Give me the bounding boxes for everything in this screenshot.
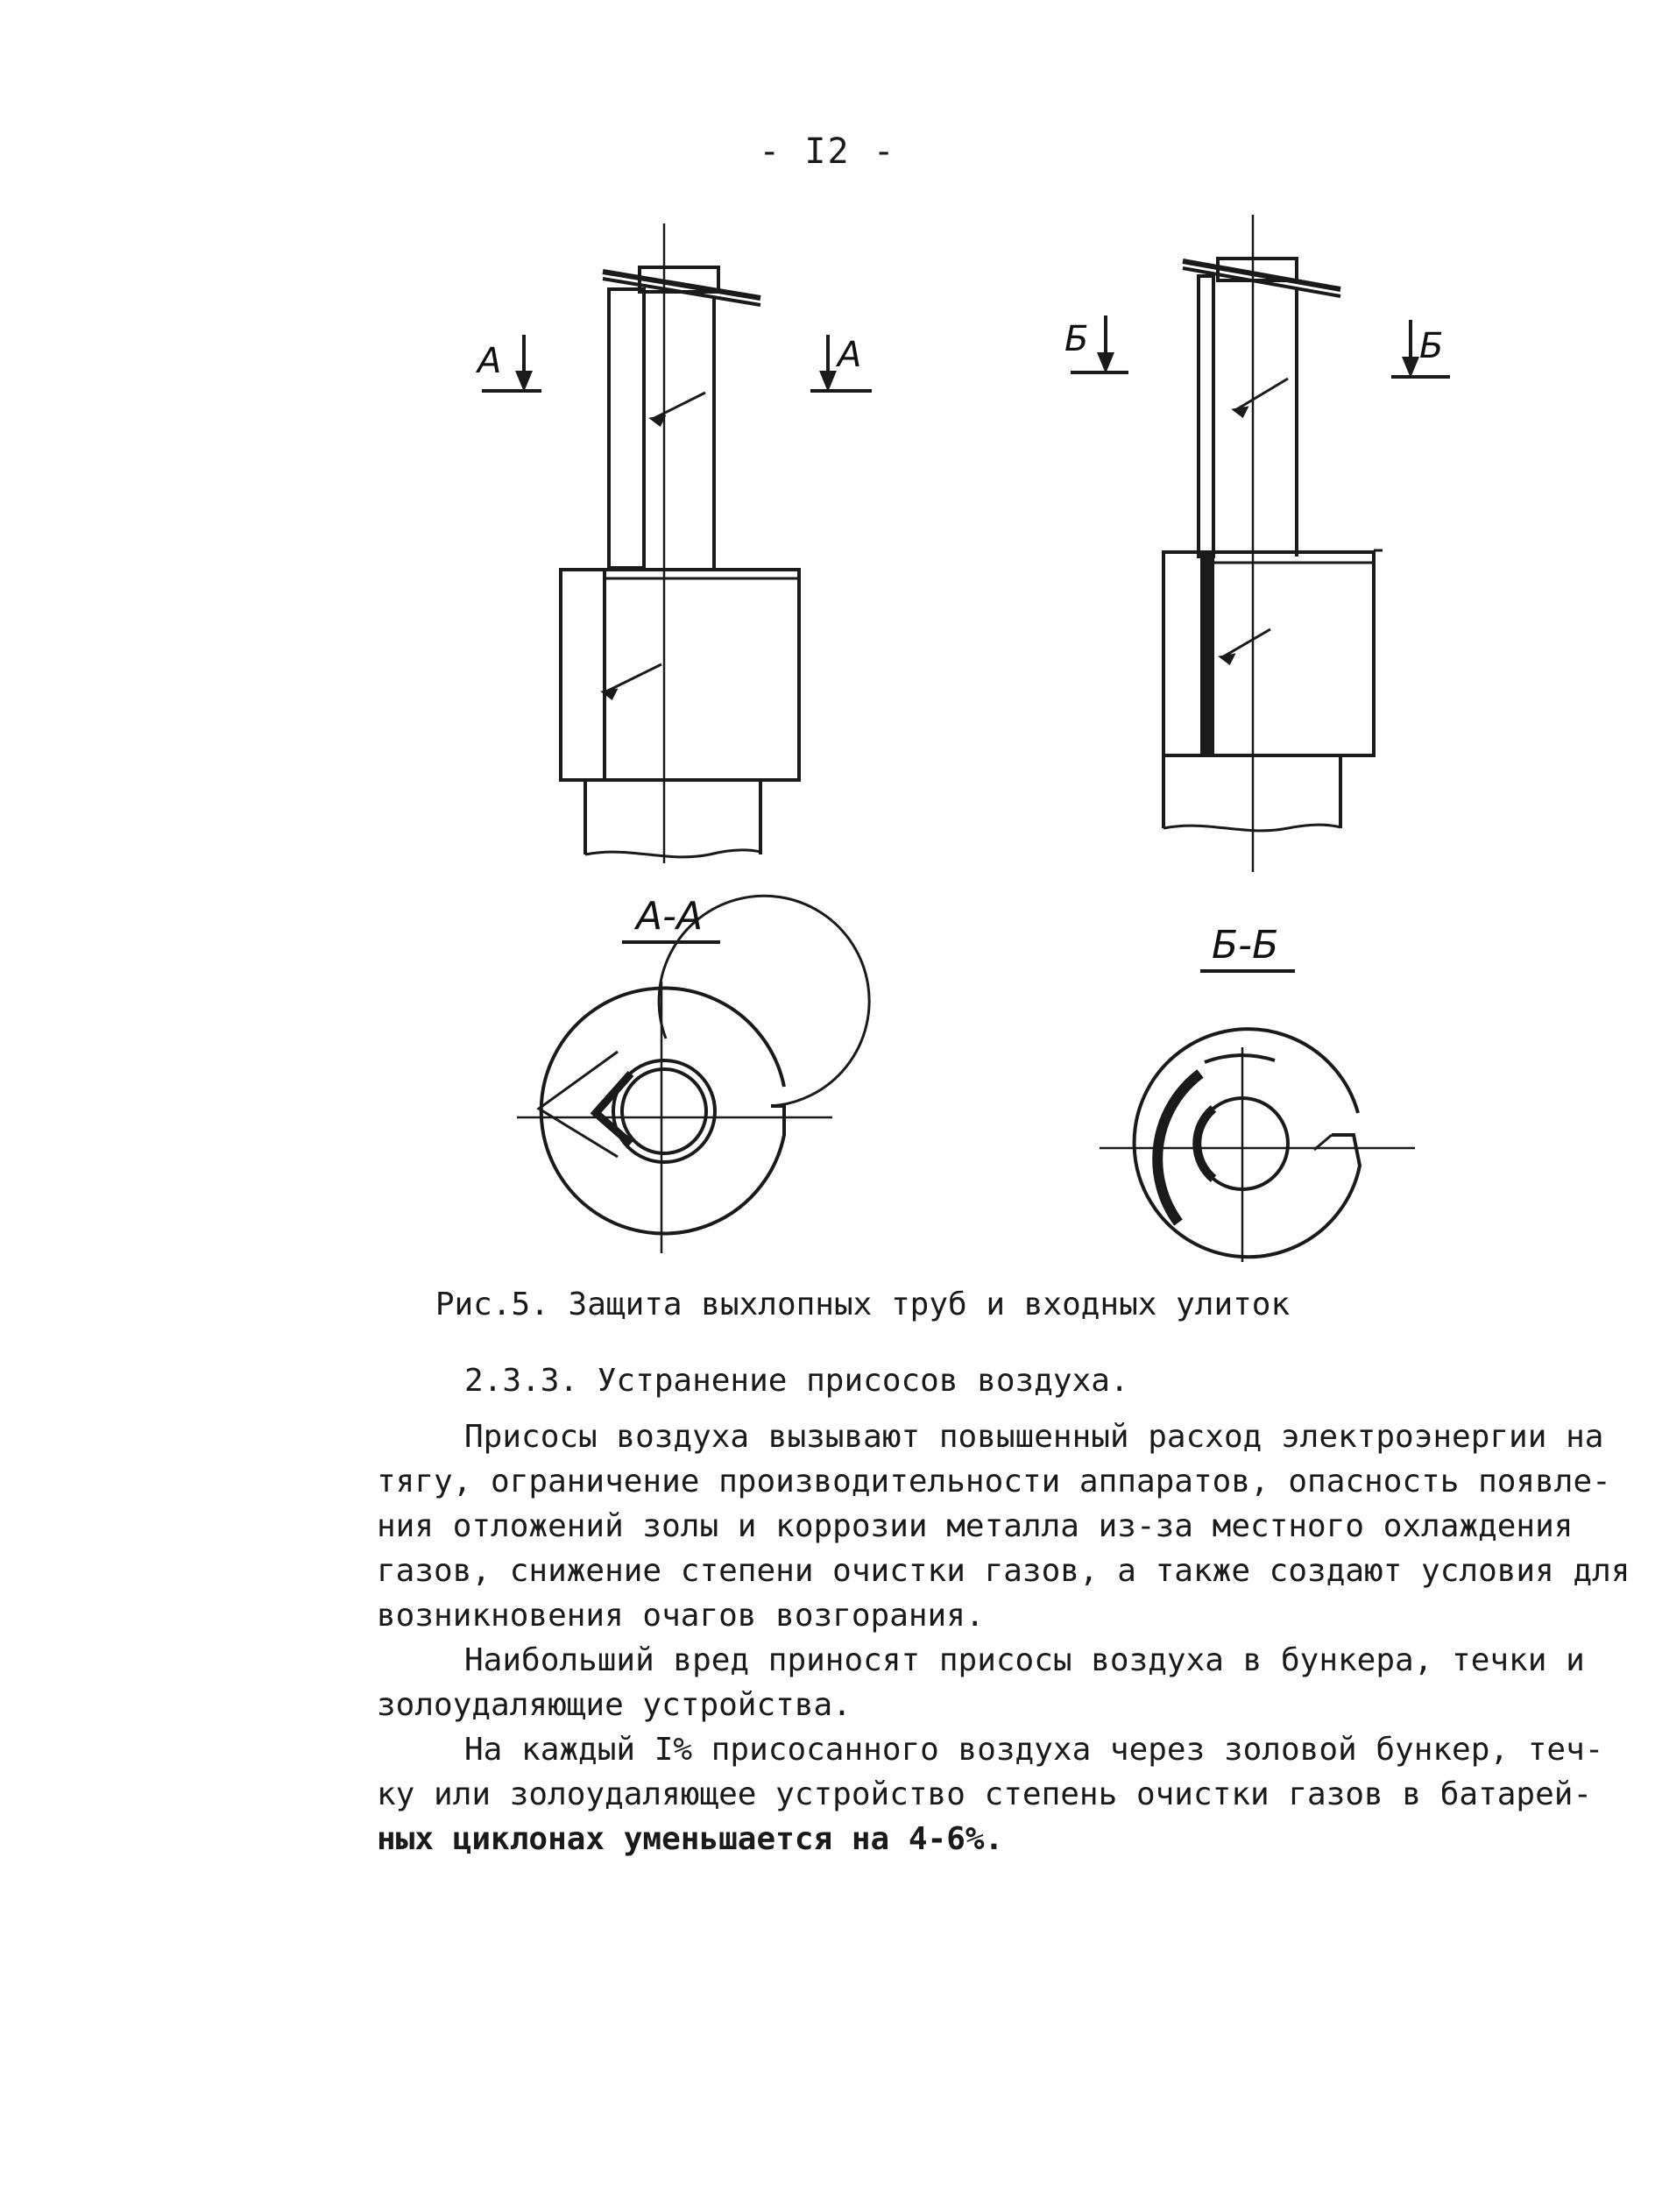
section-a-left-label: А [475,341,501,381]
section-heading: 2.3.3. Устранение присосов воздуха. [464,1363,1129,1399]
section-b-b-view [1100,969,1415,1262]
section-a-a-view [517,894,871,1253]
elevation-b [1071,215,1450,872]
figure-caption: Рис.5. Защита выхлопных труб и входных у… [435,1287,1291,1322]
section-a-a-title: А-А [633,894,703,939]
figure-exhaust-pipe-protection: А А Б Б А-А Б-Б [475,215,1450,1262]
paragraph-3-line: ных циклонах уменьшается на 4-6%. [377,1821,1004,1857]
paragraph-3-line: На каждый I% присосанного воздуха через … [464,1732,1604,1768]
paragraph-2-line: золоудаляющие устройства. [377,1687,852,1723]
paragraph-2-line: Наибольший вред приносят присосы воздуха… [464,1642,1585,1678]
paragraph-3: На каждый I% присосанного воздуха через … [377,1727,1604,1861]
page-number: - I2 - [759,131,896,172]
section-b-right-label: Б [1419,326,1443,366]
section-a-right-label: А [835,335,861,375]
paragraph-1-line: Присосы воздуха вызывают повышенный расх… [464,1419,1604,1455]
paragraph-3-line: ку или золоудаляющее устройство степень … [377,1776,1593,1812]
paragraph-1-line: газов, снижение степени очистки газов, а… [377,1553,1630,1589]
paragraph-1-line: возникновения очагов возгорания. [377,1598,985,1634]
section-b-b-title: Б-Б [1212,923,1278,968]
paragraph-1-line: тягу, ограничение производительности апп… [377,1464,1611,1499]
section-b-left-label: Б [1064,319,1088,359]
paragraph-2: Наибольший вред приносят присосы воздуха… [377,1638,1585,1727]
paragraph-1: Присосы воздуха вызывают повышенный расх… [377,1414,1630,1638]
elevation-a [482,223,872,863]
paragraph-1-line: ния отложений золы и коррозии металла из… [377,1508,1574,1544]
